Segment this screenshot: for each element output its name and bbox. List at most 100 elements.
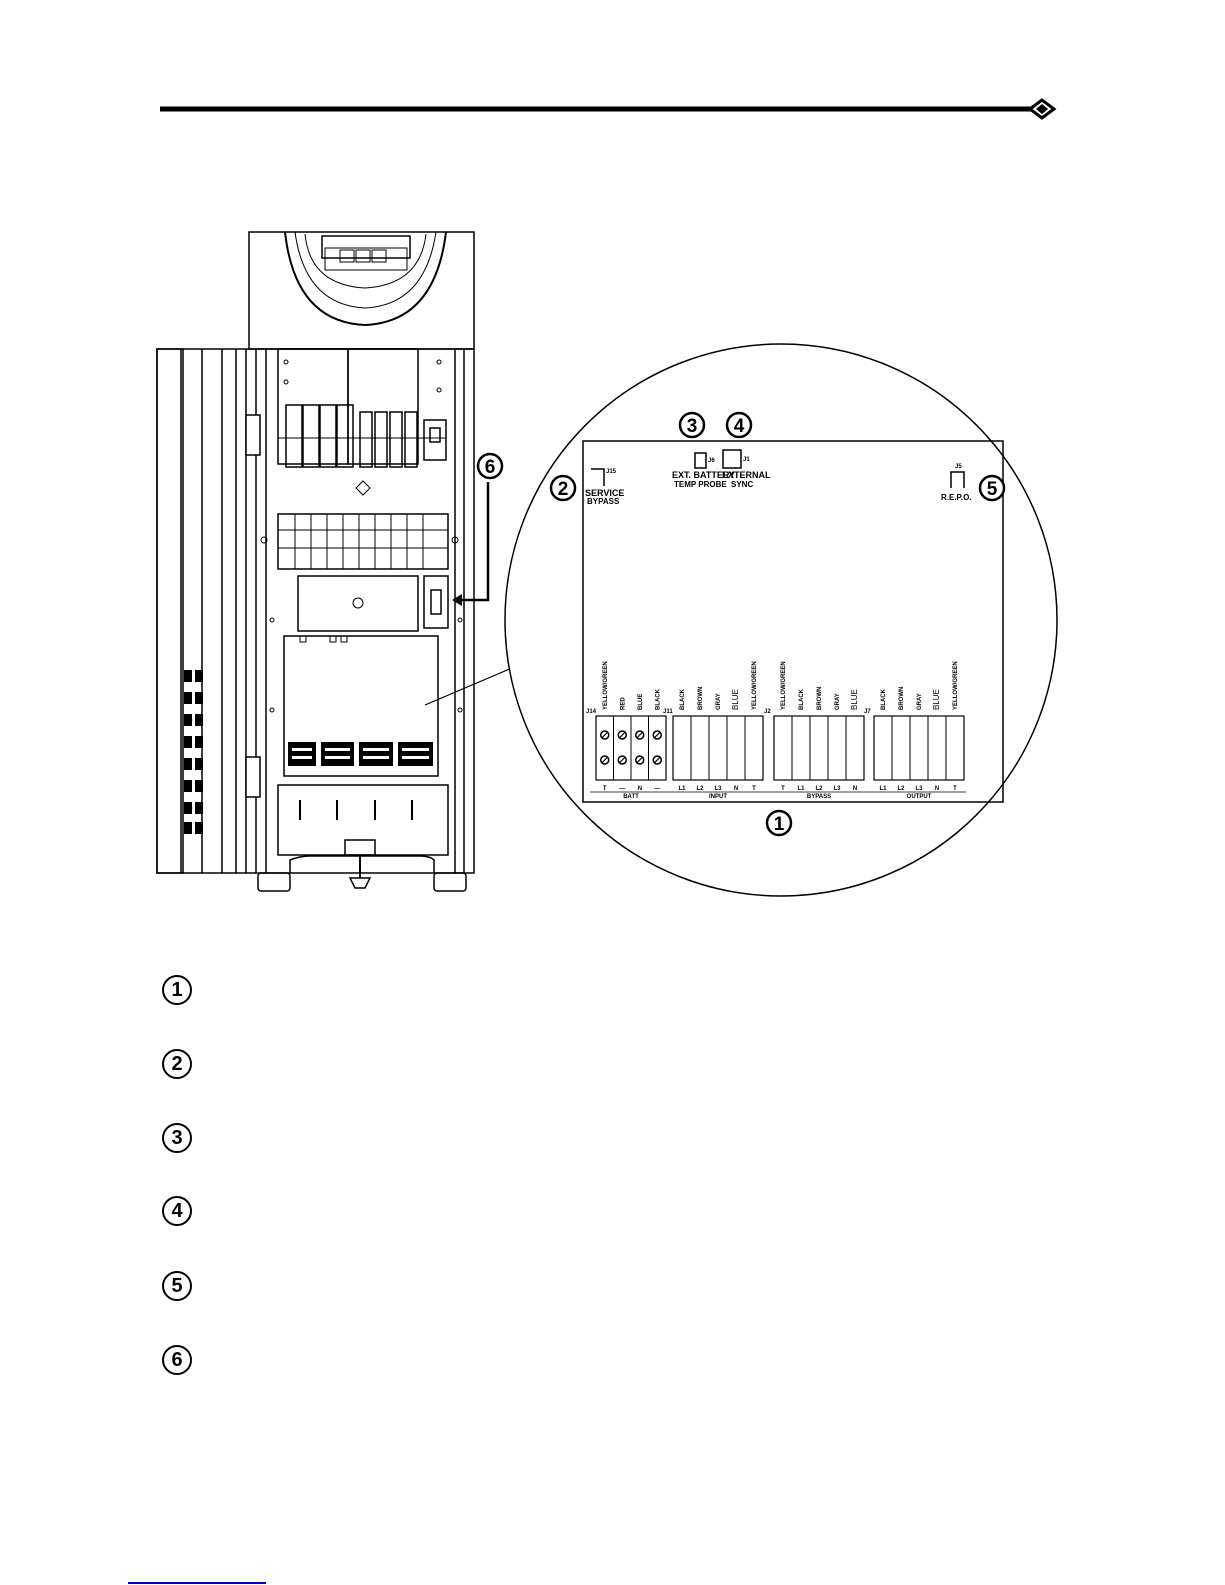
terminal-label-output-3: N xyxy=(935,786,939,792)
wire-label-bypass-3: GRAY xyxy=(835,693,841,710)
legend-number-2: 2 xyxy=(162,1049,192,1079)
external-sync-conn-label: J1 xyxy=(743,457,750,463)
wire-label-batt-2: BLUE xyxy=(638,694,644,710)
ext-battery-connector xyxy=(694,452,707,469)
wire-label-input-0: BLACK xyxy=(680,688,686,710)
wire-label-input-4: YELLOW/GREEN xyxy=(752,661,758,710)
service-bypass-connector xyxy=(591,468,605,486)
terminal-screw-slot xyxy=(618,731,626,739)
terminal-label-bypass-0: T xyxy=(781,786,785,792)
callout-number-3: 3 xyxy=(687,416,698,437)
wire-label-bypass-4: BLUE xyxy=(850,689,859,710)
connector-label-bypass: J2 xyxy=(764,709,771,715)
terminal-block-input xyxy=(672,715,764,781)
terminal-label-output-4: T xyxy=(953,786,957,792)
terminal-label-input-3: N xyxy=(734,786,738,792)
terminal-screw-slot xyxy=(653,731,661,739)
terminal-label-input-2: L3 xyxy=(714,786,722,792)
group-name-batt: BATT xyxy=(623,794,639,800)
external-sync-label-line2: SYNC xyxy=(731,480,753,489)
wire-label-bypass-0: YELLOW/GREEN xyxy=(781,661,787,710)
terminal-label-bypass-3: L3 xyxy=(833,786,841,792)
terminal-label-bypass-1: L1 xyxy=(797,786,805,792)
wire-label-bypass-1: BLACK xyxy=(799,688,805,710)
callout-6-arrow xyxy=(452,482,490,606)
group-name-bypass: BYPASS xyxy=(807,794,831,800)
ext-battery-conn-label: J6 xyxy=(708,458,715,464)
terminal-label-batt-0: T xyxy=(603,786,607,792)
wire-label-batt-3: BLACK xyxy=(655,688,661,710)
terminal-screw-slot xyxy=(636,731,644,739)
terminal-label-output-2: L3 xyxy=(915,786,923,792)
terminal-screw-slot xyxy=(653,756,661,764)
ext-battery-label-line2: TEMP PROBE xyxy=(674,480,727,489)
terminal-screw-slot xyxy=(636,756,644,764)
group-name-output: OUTPUT xyxy=(907,794,932,800)
callout-circle-6 xyxy=(476,452,504,480)
service-bypass-label-line2: BYPASS xyxy=(587,497,620,506)
wire-label-bypass-2: BROWN xyxy=(817,687,823,710)
ups-cabinet xyxy=(156,231,475,892)
service-bypass-conn-label: J15 xyxy=(606,469,617,475)
wire-label-input-2: GRAY xyxy=(716,693,722,710)
external-sync-connector xyxy=(722,449,742,469)
callout-number-6: 6 xyxy=(485,457,496,478)
legend-item-1: 1 xyxy=(160,973,1060,1013)
terminal-label-input-1: L2 xyxy=(696,786,704,792)
callout-circle-3 xyxy=(678,411,706,439)
callout-number-1: 1 xyxy=(774,814,785,835)
legend-item-2: 2 xyxy=(160,1047,1060,1087)
terminal-label-input-0: L1 xyxy=(678,786,686,792)
legend-number-6: 6 xyxy=(162,1345,192,1375)
wire-label-output-3: BLUE xyxy=(932,689,941,710)
callout-circle-2 xyxy=(549,474,577,502)
terminal-label-input-4: T xyxy=(752,786,756,792)
legend-item-4: 4 xyxy=(160,1194,1060,1234)
wire-label-output-1: BROWN xyxy=(899,687,905,710)
terminal-block-output xyxy=(873,715,965,781)
wire-label-output-2: GRAY xyxy=(917,693,923,710)
terminal-label-batt-2: N xyxy=(638,786,642,792)
legend-number-4: 4 xyxy=(162,1196,192,1226)
terminal-screw-slot xyxy=(618,756,626,764)
group-name-input: INPUT xyxy=(709,794,727,800)
terminal-label-output-1: L2 xyxy=(897,786,905,792)
terminal-block-bypass xyxy=(773,715,865,781)
terminal-label-bypass-4: N xyxy=(853,786,857,792)
repo-connector xyxy=(950,471,965,488)
terminal-screw-slot xyxy=(601,756,609,764)
board-outline xyxy=(582,440,1004,803)
wire-label-output-0: BLACK xyxy=(881,688,887,710)
terminal-label-output-0: L1 xyxy=(879,786,887,792)
terminal-label-bypass-2: L2 xyxy=(815,786,823,792)
ext-battery-label-line1: EXT. BATTERY xyxy=(672,470,735,480)
service-bypass-label-line1: SERVICE xyxy=(585,488,624,498)
repo-label: R.E.P.O. xyxy=(941,493,972,502)
terminal-screw-slot xyxy=(601,731,609,739)
wire-label-output-4: YELLOW/GREEN xyxy=(953,661,959,710)
legend-number-3: 3 xyxy=(162,1123,192,1153)
legend-number-5: 5 xyxy=(162,1271,192,1301)
repo-conn-label: J5 xyxy=(955,464,962,470)
legend-item-5: 5 xyxy=(160,1269,1060,1309)
callout-number-5: 5 xyxy=(987,479,998,500)
header-rule xyxy=(160,98,1057,120)
legend-item-3: 3 xyxy=(160,1121,1060,1161)
connector-label-input: J11 xyxy=(663,709,673,715)
callout-circle-1 xyxy=(765,809,793,837)
wire-label-input-1: BROWN xyxy=(698,687,704,710)
wire-label-batt-0: YELLOW/GREEN xyxy=(603,661,609,710)
wire-label-batt-1: RED xyxy=(620,697,626,710)
terminal-label-batt-1: — xyxy=(619,786,625,792)
footer-link-underline[interactable] xyxy=(128,1582,266,1584)
wire-label-input-3: BLUE xyxy=(731,689,740,710)
callout-circle-4 xyxy=(725,411,753,439)
callout-number-2: 2 xyxy=(558,479,569,500)
legend-number-1: 1 xyxy=(162,975,192,1005)
callout-circle-5 xyxy=(978,474,1006,502)
connector-label-output: J7 xyxy=(864,709,871,715)
external-sync-label-line1: EXTERNAL xyxy=(722,470,771,480)
